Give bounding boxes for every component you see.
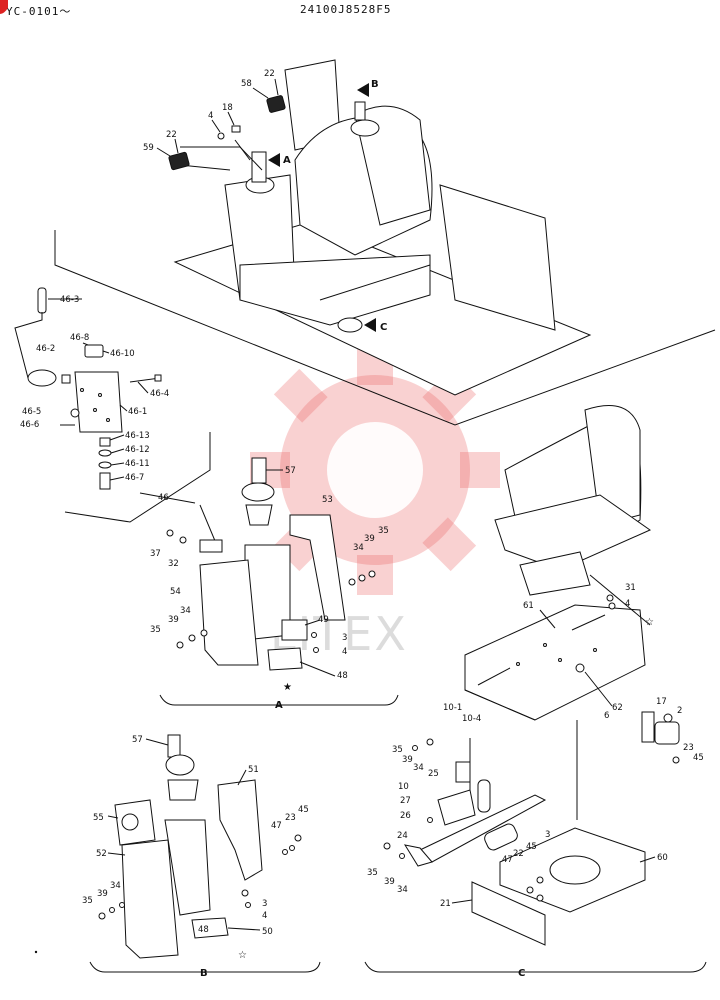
callout-46-12: 46-12: [125, 445, 150, 455]
callout-23: 23: [285, 813, 296, 823]
callout-23: 23: [683, 743, 694, 753]
callout-48: 48: [337, 671, 348, 681]
callout-4: 4: [262, 911, 267, 921]
section-a-assembly: [159, 457, 399, 706]
callout-46-13: 46-13: [125, 431, 150, 441]
callout-34: 34: [397, 885, 408, 895]
switch-assembly: [576, 711, 680, 820]
callout-3: 3: [545, 830, 550, 840]
callout-18: 18: [222, 103, 233, 113]
star-filled: ★: [283, 682, 292, 693]
callout-46-10: 46-10: [110, 349, 135, 359]
callout-24: 24: [397, 831, 408, 841]
callout-60: 60: [657, 853, 668, 863]
star-open-b: ☆: [238, 950, 247, 961]
top-assembly: [54, 59, 716, 426]
callout-3: 3: [262, 899, 267, 909]
callout-35: 35: [150, 625, 161, 635]
section-c-assembly: [364, 738, 707, 973]
callout-61: 61: [523, 601, 534, 611]
callout-52: 52: [96, 849, 107, 859]
callout-62: 62: [612, 703, 623, 713]
callout-4: 4: [625, 599, 630, 609]
callout-53: 53: [322, 495, 333, 505]
callout-45: 45: [298, 805, 309, 815]
callout-17: 17: [656, 697, 667, 707]
part-number: 24100J8528F5: [300, 3, 392, 16]
view-marker-A: A: [283, 155, 291, 166]
callout-47: 47: [502, 855, 513, 865]
callout-45: 45: [693, 753, 704, 763]
callout-4: 4: [342, 647, 347, 657]
callout-34: 34: [413, 763, 424, 773]
corner-mark: [0, 0, 8, 14]
callout-35: 35: [392, 745, 403, 755]
callout-35: 35: [378, 526, 389, 536]
callout-22: 22: [513, 849, 524, 859]
model-code: YC-0101～: [6, 5, 72, 18]
callout-2: 2: [677, 706, 682, 716]
callout-34: 34: [180, 606, 191, 616]
callout-46: 46: [158, 493, 169, 503]
callout-26: 26: [400, 811, 411, 821]
section-b-assembly: [89, 734, 321, 973]
callout-46-2: 46-2: [36, 344, 55, 354]
callout-39: 39: [97, 889, 108, 899]
view-marker-C: C: [380, 322, 387, 333]
callout-34: 34: [110, 881, 121, 891]
callout-27: 27: [400, 796, 411, 806]
section-label-B: B: [200, 968, 208, 979]
callout-21: 21: [440, 899, 451, 909]
callout-35: 35: [82, 896, 93, 906]
callout-22: 22: [166, 130, 177, 140]
handle-assembly: [14, 287, 211, 523]
callout-39: 39: [402, 755, 413, 765]
callout-39: 39: [384, 877, 395, 887]
callout-3: 3: [342, 633, 347, 643]
view-marker-B: B: [371, 79, 379, 90]
callout-45: 45: [526, 842, 537, 852]
callout-39: 39: [364, 534, 375, 544]
callout-37: 37: [150, 549, 161, 559]
stray-dot: [34, 950, 38, 954]
callout-34: 34: [353, 543, 364, 553]
callout-49: 49: [318, 615, 329, 625]
leader-lines: [48, 78, 656, 931]
callout-46-8: 46-8: [70, 333, 89, 343]
callout-39: 39: [168, 615, 179, 625]
callout-46-3: 46-3: [60, 295, 79, 305]
section-label-C: C: [518, 968, 525, 979]
callout-59: 59: [143, 143, 154, 153]
callout-32: 32: [168, 559, 179, 569]
callout-35: 35: [367, 868, 378, 878]
callout-54: 54: [170, 587, 181, 597]
callout-46-6: 46-6: [20, 420, 39, 430]
callout-22: 22: [264, 69, 275, 79]
callout-50: 50: [262, 927, 273, 937]
seat-plate-assembly: [464, 405, 652, 721]
callout-4: 4: [208, 111, 213, 121]
callout-31: 31: [625, 583, 636, 593]
callout-10: 10: [398, 782, 409, 792]
callout-58: 58: [241, 79, 252, 89]
callout-46-1: 46-1: [128, 407, 147, 417]
callout-46-4: 46-4: [150, 389, 169, 399]
callout-6: 6: [604, 711, 609, 721]
section-label-A: A: [275, 700, 283, 711]
callout-46-5: 46-5: [22, 407, 41, 417]
callout-10-1: 10-1: [443, 703, 462, 713]
callout-25: 25: [428, 769, 439, 779]
callout-48: 48: [198, 925, 209, 935]
callout-10-4: 10-4: [462, 714, 481, 724]
callout-57: 57: [132, 735, 143, 745]
star-open: ☆: [645, 617, 654, 628]
callout-57: 57: [285, 466, 296, 476]
callout-51: 51: [248, 765, 259, 775]
callout-46-11: 46-11: [125, 459, 150, 469]
callout-47: 47: [271, 821, 282, 831]
callout-55: 55: [93, 813, 104, 823]
callout-46-7: 46-7: [125, 473, 144, 483]
